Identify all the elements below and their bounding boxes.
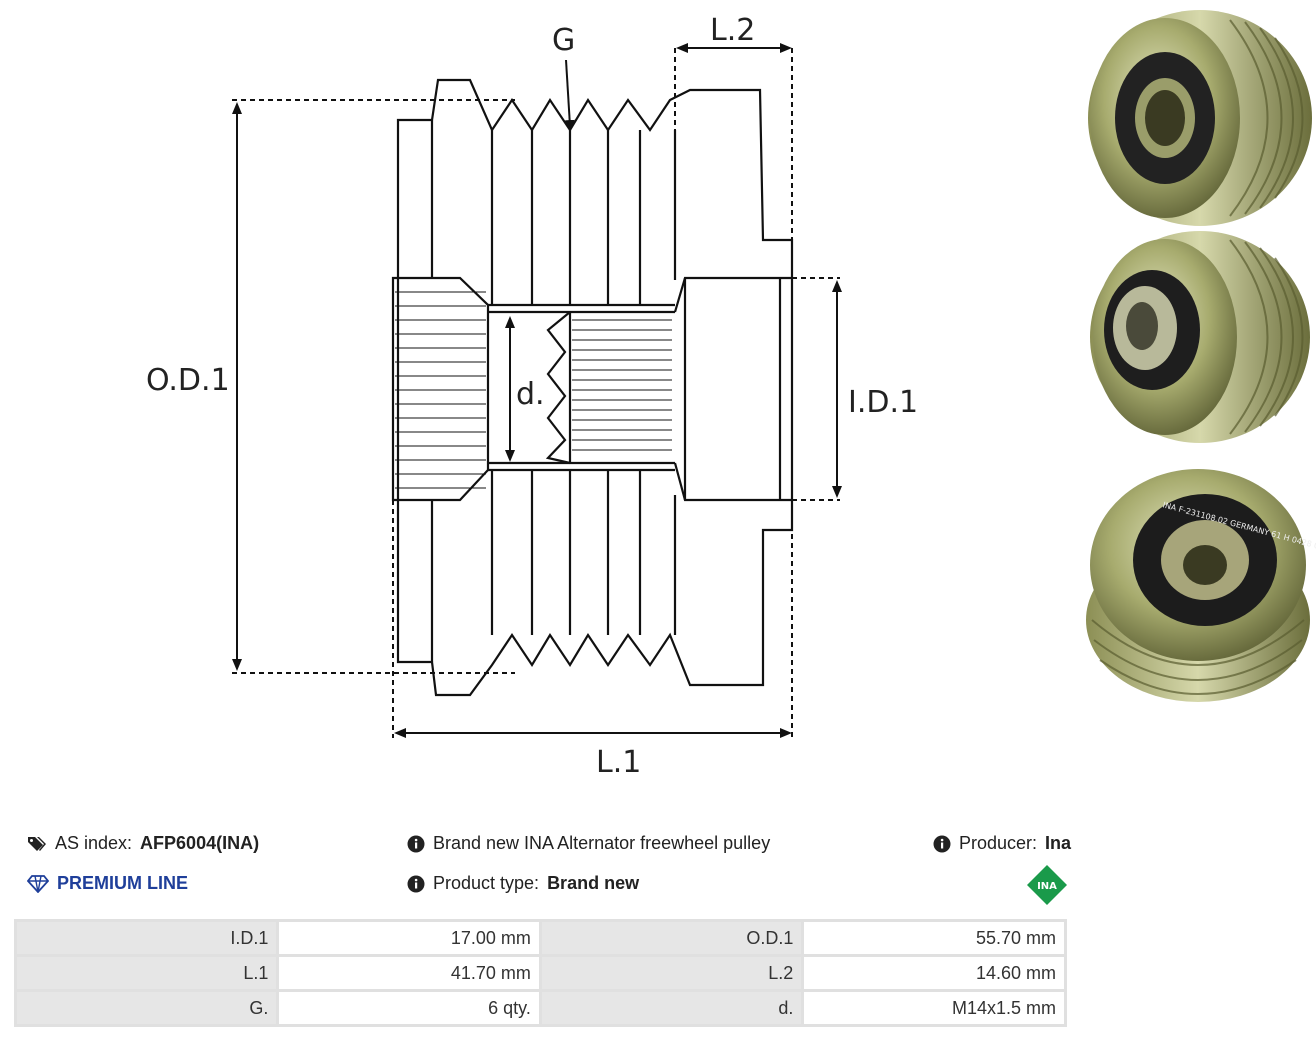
product-type-label: Product type: <box>433 873 540 893</box>
gem-icon <box>27 874 49 893</box>
as-index-value: AFP6004(INA) <box>140 833 260 853</box>
info-icon <box>407 835 425 852</box>
pulley-photo-rear <box>1090 231 1310 443</box>
pulley-technical-drawing: G L.2 O.D.1 I.D.1 d. L.1 <box>146 13 918 780</box>
as-index: AS index: AFP6004(INA) <box>27 833 259 854</box>
specs-table: I.D.1 17.00 mm O.D.1 55.70 mm L.1 41.70 … <box>14 919 1067 1027</box>
info-icon <box>933 835 951 852</box>
spec-key: L.1 <box>17 957 277 989</box>
pulley-photo-front <box>1088 10 1312 226</box>
spec-value: 14.60 mm <box>804 957 1064 989</box>
spec-key: O.D.1 <box>541 922 802 954</box>
label-id1: I.D.1 <box>848 385 918 420</box>
premium-line-badge: PREMIUM LINE <box>27 873 188 894</box>
producer: Producer: Ina <box>933 833 1071 854</box>
product-photos: INA F-231108.02 GERMANY 61 H 0428 05 <box>1086 10 1316 702</box>
producer-label: Producer: <box>959 833 1038 853</box>
product-info: AS index: AFP6004(INA) PREMIUM LINE Bran… <box>0 820 1080 910</box>
description-text: Brand new INA Alternator freewheel pulle… <box>433 833 771 853</box>
pulley-photo-angled: INA F-231108.02 GERMANY 61 H 0428 05 <box>1086 469 1316 702</box>
spec-value: 17.00 mm <box>279 922 539 954</box>
spec-key: d. <box>541 992 802 1024</box>
spec-key: L.2 <box>541 957 802 989</box>
product-type-value: Brand new <box>547 873 640 893</box>
label-l1: L.1 <box>596 745 641 780</box>
label-od1: O.D.1 <box>146 363 230 398</box>
table-row: I.D.1 17.00 mm O.D.1 55.70 mm <box>17 922 1064 954</box>
producer-value: Ina <box>1045 833 1072 853</box>
product-description: Brand new INA Alternator freewheel pulle… <box>407 833 770 854</box>
label-l2: L.2 <box>710 13 755 48</box>
label-d: d. <box>516 377 545 412</box>
spec-key: I.D.1 <box>17 922 277 954</box>
as-index-label: AS index: <box>55 833 133 853</box>
ina-logo-text: INA <box>1037 881 1057 892</box>
tags-icon <box>28 836 46 851</box>
label-g: G <box>552 23 575 58</box>
table-row: G. 6 qty. d. M14x1.5 mm <box>17 992 1064 1024</box>
info-icon <box>407 875 425 892</box>
spec-value: 55.70 mm <box>804 922 1064 954</box>
spec-value: 6 qty. <box>279 992 539 1024</box>
ina-logo: INA <box>1027 865 1067 905</box>
premium-line-label: PREMIUM LINE <box>57 873 189 893</box>
product-type: Product type: Brand new <box>407 873 639 894</box>
spec-value: M14x1.5 mm <box>804 992 1064 1024</box>
table-row: L.1 41.70 mm L.2 14.60 mm <box>17 957 1064 989</box>
spec-value: 41.70 mm <box>279 957 539 989</box>
spec-key: G. <box>17 992 277 1024</box>
